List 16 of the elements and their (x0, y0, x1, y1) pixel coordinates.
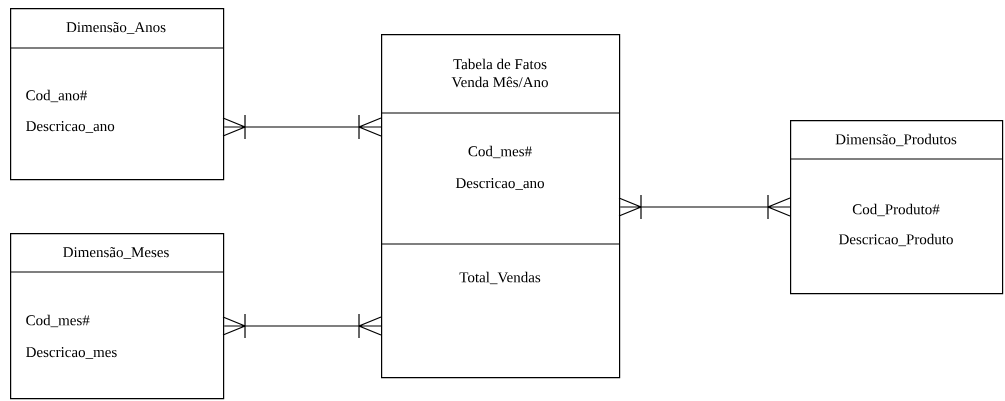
attribute-text: Descricao_Produto (838, 233, 953, 247)
relationship-line (222, 114, 382, 140)
table-title: Tabela de Fatos Venda Mês/Ano (451, 58, 548, 88)
table-title: Dimensão_Anos (66, 22, 166, 34)
relationship-line (618, 194, 791, 220)
attribute-text: Cod_ano# (26, 89, 87, 103)
table-title: Dimensão_Produtos (835, 133, 957, 147)
attribute-text: Descricao_ano (455, 178, 544, 190)
table-title: Dimensão_Meses (63, 247, 169, 259)
attribute-text: Cod_Produto# (852, 203, 940, 217)
attribute-text: Descricao_ano (26, 121, 115, 133)
attribute-text: Cod_mes# (468, 145, 532, 159)
attribute-text: Total_Vendas (459, 271, 541, 285)
attribute-text: Descricao_mes (26, 347, 117, 359)
relationship-line (222, 313, 382, 339)
attribute-text: Cod_mes# (26, 314, 90, 328)
